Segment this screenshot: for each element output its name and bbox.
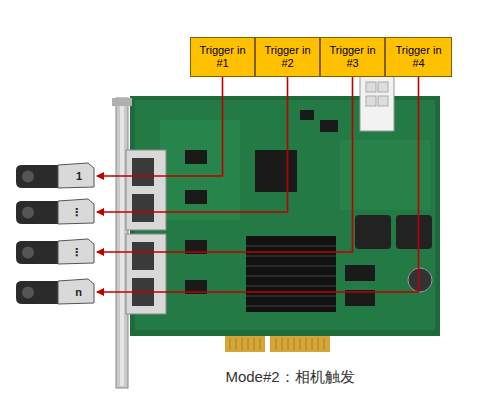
camera: n xyxy=(14,278,96,306)
trigger-label: Trigger in #4 xyxy=(388,44,449,70)
camera-number: ⋮ xyxy=(71,246,82,258)
camera-icon xyxy=(14,278,96,306)
trigger-arrow xyxy=(97,77,419,292)
camera-icon xyxy=(14,238,96,266)
trigger-arrow xyxy=(97,77,288,212)
trigger-box: Trigger in #4 xyxy=(385,37,452,77)
heatsink xyxy=(246,236,336,312)
trigger-label: Trigger in #2 xyxy=(258,44,317,70)
caption: Mode#2：相机触发 xyxy=(190,368,390,387)
camera: ⋮ xyxy=(14,238,96,266)
trigger-arrow xyxy=(97,77,223,176)
camera: 1 xyxy=(14,162,96,190)
rj45-ports xyxy=(126,150,166,314)
camera: ⋮ xyxy=(14,198,96,226)
caption-text: Mode#2：相机触发 xyxy=(225,368,354,385)
trigger-label: Trigger in #1 xyxy=(193,44,252,70)
camera-number: ⋮ xyxy=(71,206,82,218)
camera-icon xyxy=(14,198,96,226)
trigger-box: Trigger in #1 xyxy=(190,37,255,77)
camera-icon xyxy=(14,162,96,190)
trigger-box: Trigger in #2 xyxy=(255,37,320,77)
trigger-label: Trigger in #3 xyxy=(323,44,382,70)
power-connector xyxy=(360,75,394,131)
camera-number: 1 xyxy=(76,170,82,182)
pcb-board xyxy=(130,96,440,336)
trigger-arrow xyxy=(97,77,353,252)
trigger-box: Trigger in #3 xyxy=(320,37,385,77)
gold-fingers xyxy=(225,336,330,352)
camera-number: n xyxy=(75,286,82,298)
